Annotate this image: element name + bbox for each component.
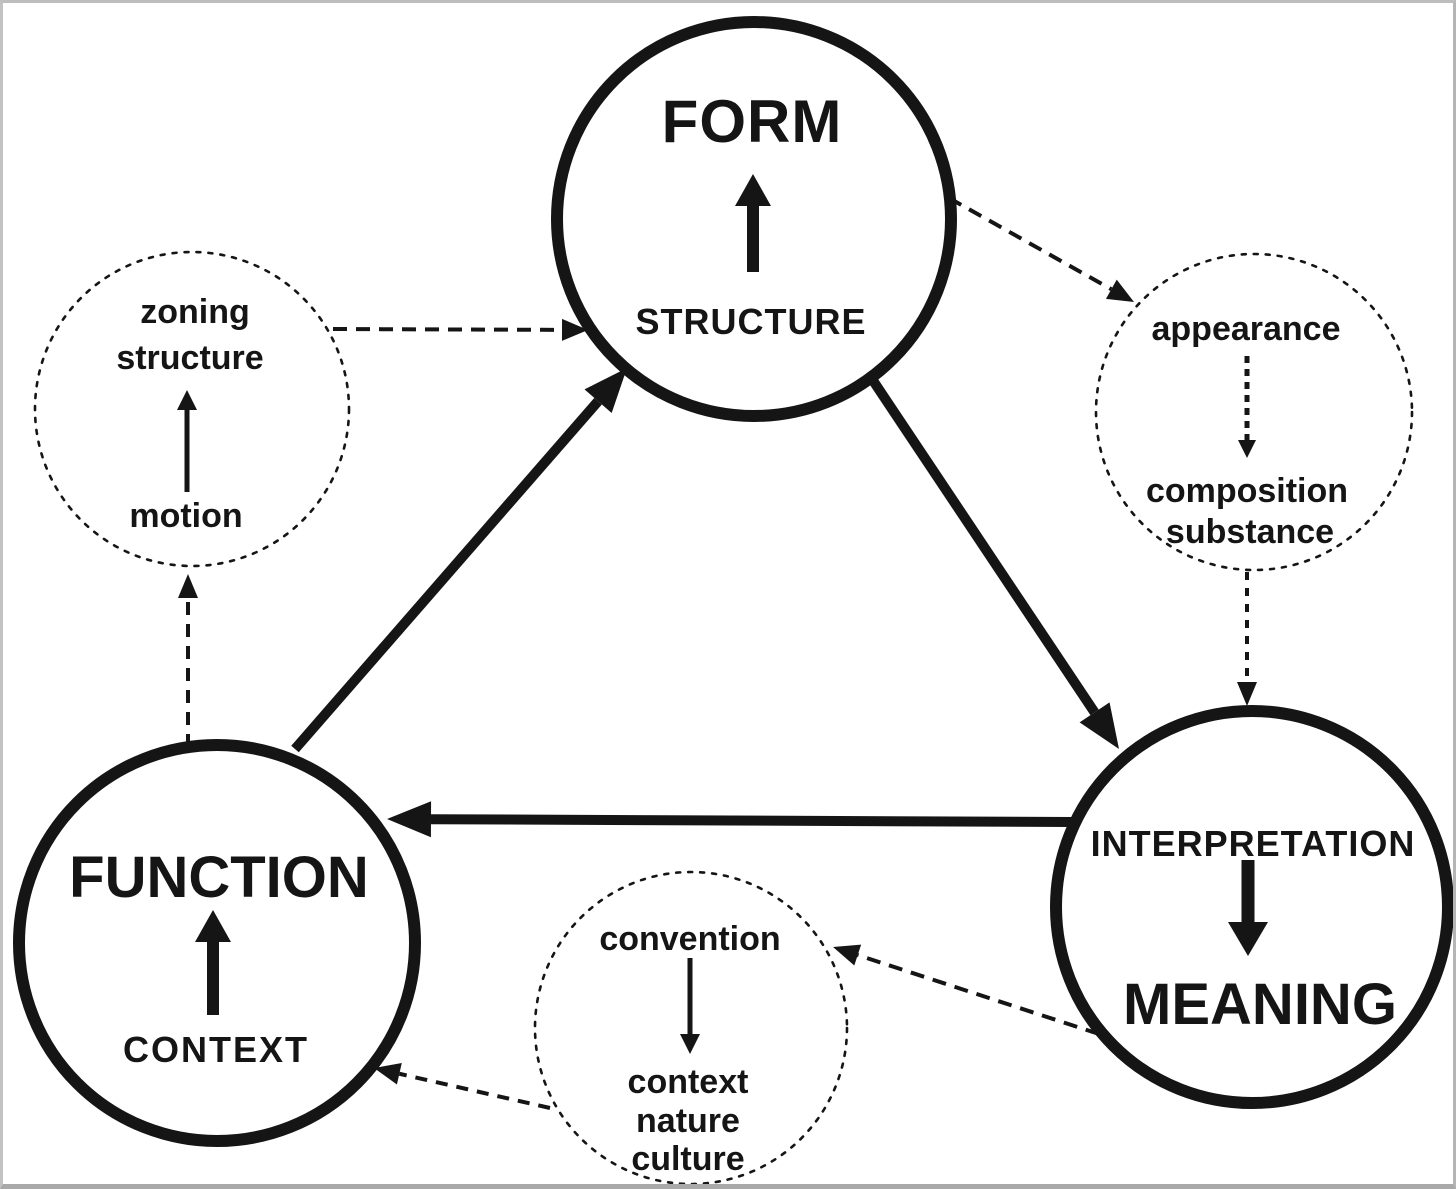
interpretation-title: INTERPRETATION <box>1091 823 1416 864</box>
edge-convention-to-function <box>374 1063 551 1110</box>
motion-label: motion <box>129 497 242 535</box>
culture-label: culture <box>631 1140 744 1178</box>
zoning-label: zoning <box>140 293 250 331</box>
arrow-layer <box>177 174 1268 1110</box>
edge-form-to-interpretation <box>867 376 1119 749</box>
arrow-motion-to-zoning-structure <box>177 390 197 492</box>
function-circle <box>13 739 421 1147</box>
zoning-structure-circle <box>33 250 351 568</box>
edge-meaning-to-convention <box>833 944 1100 1036</box>
appearance-circle <box>1094 252 1414 572</box>
context-label: context <box>628 1063 749 1101</box>
interpretation-subtitle: MEANING <box>1123 972 1397 1037</box>
convention-circle <box>533 870 849 1184</box>
function-title: FUNCTION <box>69 845 369 910</box>
edge-zoning-structure-to-form <box>332 318 588 341</box>
edge-function-to-motion <box>178 574 198 747</box>
arrow-context-to-function <box>195 910 231 1015</box>
form-title: FORM <box>662 88 843 155</box>
edge-appearance-to-interpretation <box>1237 572 1257 706</box>
interpretation-node: INTERPRETATION MEANING <box>1050 705 1453 1109</box>
appearance-label: appearance <box>1152 310 1341 348</box>
form-node: FORM STRUCTURE <box>551 16 957 422</box>
function-node: FUNCTION CONTEXT <box>13 739 421 1147</box>
convention-node: convention context nature culture <box>533 870 849 1184</box>
substance-label: substance <box>1166 513 1334 551</box>
edge-meaning-to-function <box>387 801 1073 838</box>
edge-function-to-form <box>291 368 627 753</box>
composition-label: composition <box>1146 472 1348 510</box>
form-subtitle: STRUCTURE <box>636 301 867 342</box>
interpretation-circle <box>1050 705 1453 1109</box>
arrow-appearance-to-composition <box>1238 356 1256 458</box>
arrow-interpretation-to-meaning <box>1228 860 1268 956</box>
zoning-structure-node: zoning structure motion <box>33 250 351 568</box>
form-circle <box>551 16 957 422</box>
convention-label: convention <box>599 920 780 958</box>
arrow-structure-to-form <box>735 174 771 272</box>
structure-label: structure <box>116 339 263 377</box>
function-subtitle: CONTEXT <box>123 1029 309 1070</box>
appearance-node: appearance composition substance <box>1094 252 1414 572</box>
edge-form-to-appearance <box>948 196 1134 302</box>
nature-label: nature <box>636 1102 740 1140</box>
arrow-convention-to-context <box>680 958 700 1054</box>
